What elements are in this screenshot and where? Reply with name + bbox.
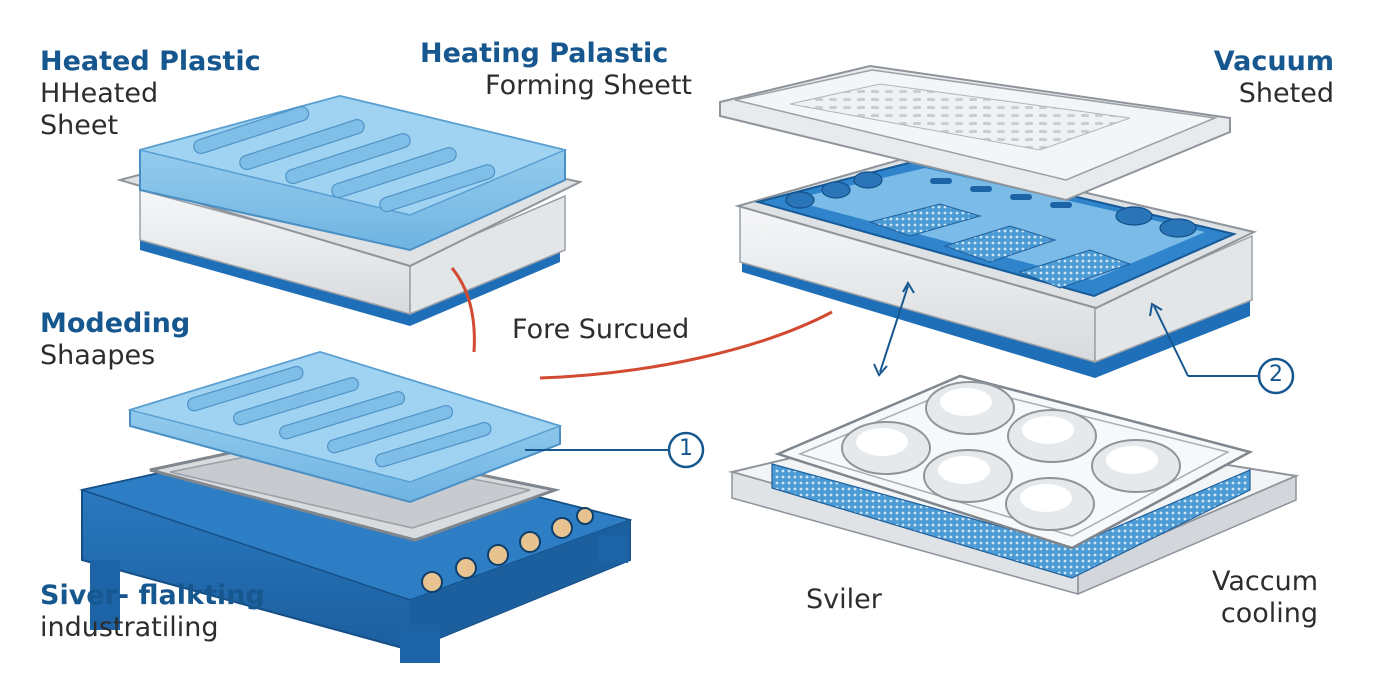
red-connector-left (450, 267, 476, 353)
cooling-mold (728, 374, 1300, 596)
label-vacuum-line1: Sheted (1238, 77, 1334, 109)
label-heating-palastic-line1: Forming Sheett (485, 69, 692, 101)
vacuum-forming-machine (719, 64, 1257, 378)
label-vaccum-cooling-line1: Vaccum (1211, 566, 1318, 597)
label-heated-plastic-line1: HHeated (40, 77, 159, 109)
label-vaccum-cooling-line2: cooling (1220, 597, 1318, 629)
label-siver: Siver- flalkting industratiling (40, 580, 265, 644)
callout-2-circle (1257, 357, 1295, 395)
callout-2-number: 2 (1269, 362, 1283, 387)
red-connector-right (539, 310, 833, 380)
label-fore-surcued: Fore Surcued (512, 314, 690, 345)
control-knobs (421, 507, 594, 593)
molding-station (79, 350, 633, 663)
heated-sheet-tray (116, 94, 584, 326)
vacuum-arrows (873, 281, 1260, 377)
label-siver-title: Siver- flalkting (40, 580, 265, 611)
label-modeding: Modeding Shaapes (40, 308, 190, 372)
label-siver-line1: industratiling (40, 611, 219, 643)
label-vacuum: Vacuum Sheted (1150, 46, 1334, 110)
label-heated-plastic: Heated Plastic HHeated Sheet (40, 46, 261, 142)
label-vaccum-cooling: Vaccum cooling (1180, 566, 1318, 630)
label-modeding-title: Modeding (40, 308, 191, 339)
label-vacuum-title: Vacuum (1213, 46, 1334, 77)
label-heated-plastic-title: Heated Plastic (40, 46, 261, 77)
callout-1-circle (667, 431, 705, 469)
label-modeding-line1: Shaapes (40, 339, 156, 371)
label-heating-palastic: Heating Palastic Forming Sheett (420, 38, 692, 102)
label-heating-palastic-title: Heating Palastic (420, 38, 669, 69)
label-heated-plastic-line2: Sheet (40, 109, 119, 141)
label-sviler: Sviler (806, 584, 882, 615)
callout-1-number: 1 (679, 436, 693, 461)
